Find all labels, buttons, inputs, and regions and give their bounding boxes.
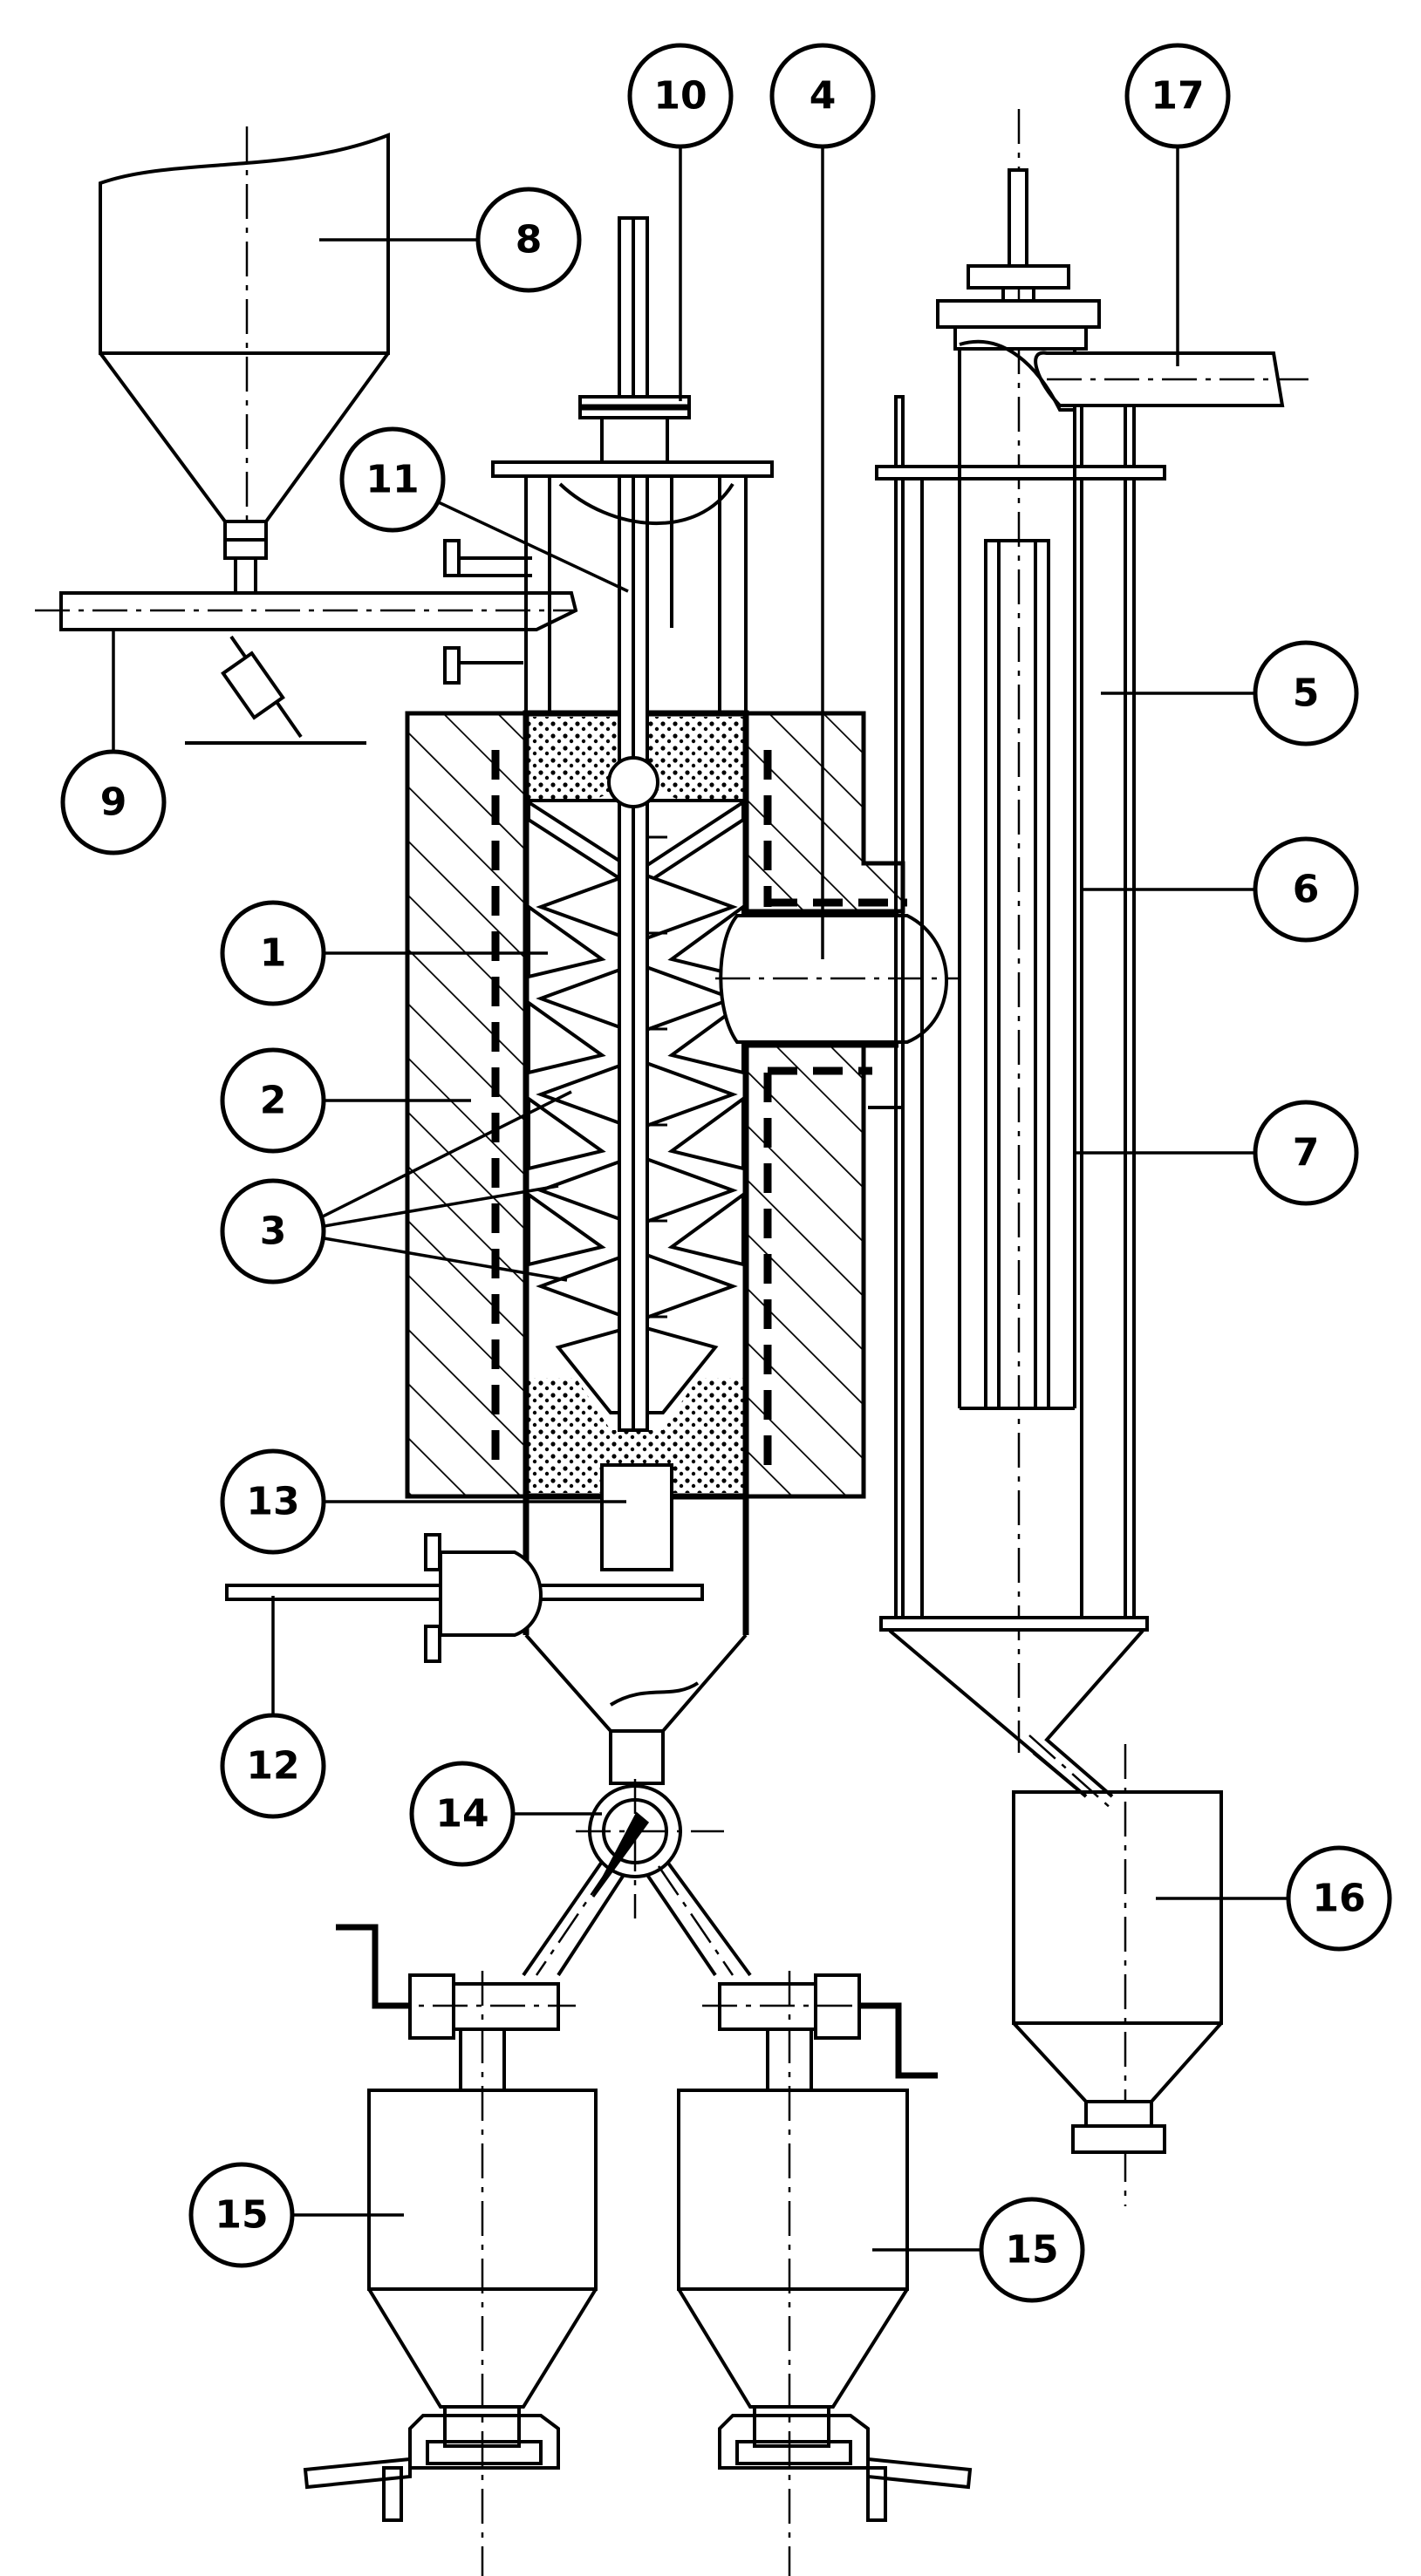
- svg-text:14: 14: [435, 1792, 488, 1837]
- svg-text:9: 9: [100, 780, 127, 825]
- svg-text:15: 15: [215, 2193, 268, 2238]
- svg-text:3: 3: [260, 1210, 287, 1254]
- svg-text:8: 8: [516, 218, 543, 262]
- callout-17: 17: [1124, 43, 1231, 149]
- svg-text:6: 6: [1293, 868, 1320, 912]
- svg-text:15: 15: [1005, 2228, 1058, 2273]
- reactor-bottom: [225, 1463, 749, 1785]
- svg-text:1: 1: [260, 931, 287, 976]
- callout-4: 4: [769, 43, 876, 149]
- svg-text:13: 13: [246, 1480, 299, 1524]
- feed-hopper: [99, 126, 390, 610]
- callout-5: 5: [1253, 640, 1359, 746]
- callout-1: 1: [220, 900, 326, 1006]
- screw-feeder: [35, 539, 578, 745]
- callout-15-left: 15: [188, 2162, 295, 2268]
- gas-outlet: [715, 910, 960, 1048]
- callout-8: 8: [475, 187, 582, 293]
- callout-14: 14: [409, 1761, 516, 1867]
- svg-text:12: 12: [246, 1744, 299, 1789]
- callout-6: 6: [1253, 836, 1359, 943]
- callout-11: 11: [339, 426, 446, 533]
- callout-15-right: 15: [979, 2197, 1085, 2303]
- svg-text:4: 4: [810, 74, 837, 119]
- svg-text:2: 2: [260, 1079, 287, 1123]
- svg-text:16: 16: [1312, 1877, 1365, 1921]
- svg-text:5: 5: [1293, 671, 1320, 716]
- callout-3: 3: [220, 1178, 326, 1285]
- char-receiver-right: [677, 1971, 973, 2576]
- cyclone-separator: [862, 109, 1308, 2206]
- svg-text:10: 10: [653, 74, 707, 119]
- callout-13: 13: [220, 1448, 326, 1555]
- svg-text:17: 17: [1151, 74, 1204, 119]
- rotary-valve: [522, 1779, 752, 1977]
- callout-16: 16: [1286, 1845, 1392, 1952]
- callout-9: 9: [60, 749, 167, 855]
- dust-bin: [1012, 1790, 1223, 2154]
- callout-2: 2: [220, 1047, 326, 1154]
- reactor-head: [491, 395, 774, 713]
- callout-12: 12: [220, 1713, 326, 1819]
- callout-7: 7: [1253, 1100, 1359, 1206]
- svg-text:7: 7: [1293, 1131, 1320, 1176]
- callout-10: 10: [627, 43, 734, 149]
- char-receiver-left: [303, 1924, 598, 2576]
- svg-text:11: 11: [365, 458, 419, 502]
